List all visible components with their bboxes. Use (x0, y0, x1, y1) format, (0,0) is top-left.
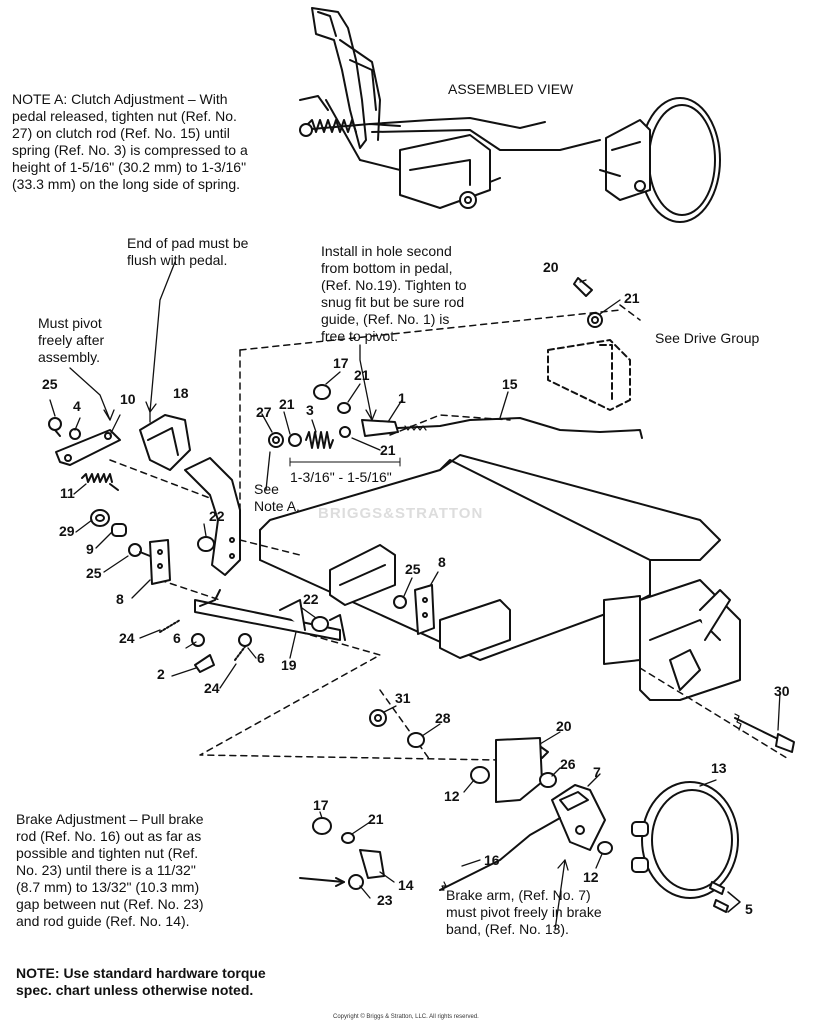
callout-14: 14 (398, 877, 414, 893)
copyright: Copyright © Briggs & Stratton, LLC. All … (333, 1014, 479, 1020)
callout-29: 29 (59, 523, 75, 539)
callout-25: 25 (42, 376, 58, 392)
callout-4: 4 (73, 398, 81, 414)
install-note: Install in hole second from bottom in pe… (321, 243, 467, 345)
callout-17: 17 (313, 797, 329, 813)
callout-21: 21 (279, 396, 295, 412)
callout-17: 17 (333, 355, 349, 371)
callout-26: 26 (560, 756, 576, 772)
callout-24: 24 (204, 680, 220, 696)
callout-21: 21 (380, 442, 396, 458)
brake-assembly (299, 709, 795, 913)
see-note-a-line: See (254, 481, 279, 497)
pad-note: End of pad must be flush with pedal. (127, 235, 248, 269)
callout-10: 10 (120, 391, 136, 407)
callout-21: 21 (354, 367, 370, 383)
footer-note-line: NOTE: Use standard hardware torque (16, 965, 266, 981)
callout-7: 7 (593, 764, 601, 780)
callout-27: 27 (256, 404, 272, 420)
callout-1: 1 (398, 390, 406, 406)
note-a-line: height of 1-5/16" (30.2 mm) to 1-3/16" (12, 159, 247, 175)
callout-16: 16 (484, 852, 500, 868)
note-a-line: 27) on clutch rod (Ref. No. 15) until (12, 125, 230, 141)
pad-note-line: flush with pedal. (127, 252, 228, 268)
callout-12: 12 (583, 869, 599, 885)
callout-30: 30 (774, 683, 790, 699)
pedal-assembly (48, 414, 435, 673)
callout-13: 13 (711, 760, 727, 776)
callout-19: 19 (281, 657, 297, 673)
callout-21: 21 (624, 290, 640, 306)
callout-22: 22 (303, 591, 319, 607)
callout-9: 9 (86, 541, 94, 557)
drive-group-note: See Drive Group (655, 330, 760, 346)
callout-18: 18 (173, 385, 189, 401)
callout-22: 22 (209, 508, 225, 524)
pad-note-line: End of pad must be (127, 235, 249, 251)
spring-dimension-label: 1-3/16" - 1-5/16" (290, 469, 392, 485)
footer-note-line: spec. chart unless otherwise noted. (16, 982, 254, 998)
pivot-note-line: Must pivot (38, 315, 102, 331)
note-a-clutch-adjustment: NOTE A: Clutch Adjustment – With pedal r… (12, 91, 248, 193)
callout-8: 8 (116, 591, 124, 607)
pivot-note: Must pivot freely after assembly. (38, 315, 104, 366)
note-a-line: NOTE A: Clutch Adjustment – With (12, 91, 228, 107)
callout-12: 12 (444, 788, 460, 804)
note-a-line: pedal released, tighten nut (Ref. No. (12, 108, 237, 124)
brake-arm-note-line: band, (Ref. No. 13). (446, 921, 569, 937)
clutch-rod-assembly (268, 277, 643, 467)
brake-arm-note-line: Brake arm, (Ref. No. 7) (446, 887, 591, 903)
note-a-line: spring (Ref. No. 3) is compressed to a (12, 142, 248, 158)
see-note-a: See Note A. (254, 481, 300, 515)
brake-note-line: No. 23) until there is a 11/32" (16, 862, 196, 878)
brake-note-line: gap between nut (Ref. No. 23) (16, 896, 204, 912)
callout-2: 2 (157, 666, 165, 682)
brake-arm-note: Brake arm, (Ref. No. 7) must pivot freel… (446, 887, 602, 938)
callout-28: 28 (435, 710, 451, 726)
callout-6: 6 (173, 630, 181, 646)
install-note-line: from bottom in pedal, (321, 260, 453, 276)
callout-5: 5 (745, 901, 753, 917)
brake-note-line: and rod guide (Ref. No. 14). (16, 913, 190, 929)
tractor-frame (259, 454, 741, 701)
note-a-line: (33.3 mm) on the long side of spring. (12, 176, 241, 192)
callout-31: 31 (395, 690, 411, 706)
callout-11: 11 (60, 485, 75, 501)
pivot-note-line: assembly. (38, 349, 100, 365)
callout-25: 25 (86, 565, 102, 581)
callout-15: 15 (502, 376, 518, 392)
callout-3: 3 (306, 402, 314, 418)
assembled-view-illustration (299, 7, 721, 223)
callout-20: 20 (543, 259, 559, 275)
install-note-line: snug fit but be sure rod (321, 294, 465, 310)
brake-note-line: (8.7 mm) to 13/32" (10.3 mm) (16, 879, 200, 895)
install-note-line: (Ref. No.19). Tighten to (321, 277, 467, 293)
assembled-view-title: ASSEMBLED VIEW (448, 81, 574, 97)
see-note-a-line: Note A. (254, 498, 300, 514)
callout-25: 25 (405, 561, 421, 577)
watermark: BRIGGS&STRATTON (318, 505, 484, 522)
leader-lines (49, 279, 781, 899)
callout-23: 23 (377, 892, 393, 908)
brake-note-line: possible and tighten nut (Ref. (16, 845, 199, 861)
brake-adjustment-note: Brake Adjustment – Pull brake rod (Ref. … (16, 811, 204, 930)
brake-note-line: Brake Adjustment – Pull brake (16, 811, 204, 827)
callout-24: 24 (119, 630, 135, 646)
note-pointers (69, 261, 569, 931)
brake-note-line: rod (Ref. No. 16) out as far as (16, 828, 202, 844)
callout-8: 8 (438, 554, 446, 570)
install-note-line: guide, (Ref. No. 1) is (321, 311, 450, 327)
install-note-line: free to pivot. (321, 328, 399, 344)
install-note-line: Install in hole second (321, 243, 452, 259)
footer-note: NOTE: Use standard hardware torque spec.… (16, 965, 266, 999)
callout-20: 20 (556, 718, 572, 734)
pivot-note-line: freely after (38, 332, 105, 348)
callout-6: 6 (257, 650, 265, 666)
brake-arm-note-line: must pivot freely in brake (446, 904, 602, 920)
callout-21: 21 (368, 811, 384, 827)
